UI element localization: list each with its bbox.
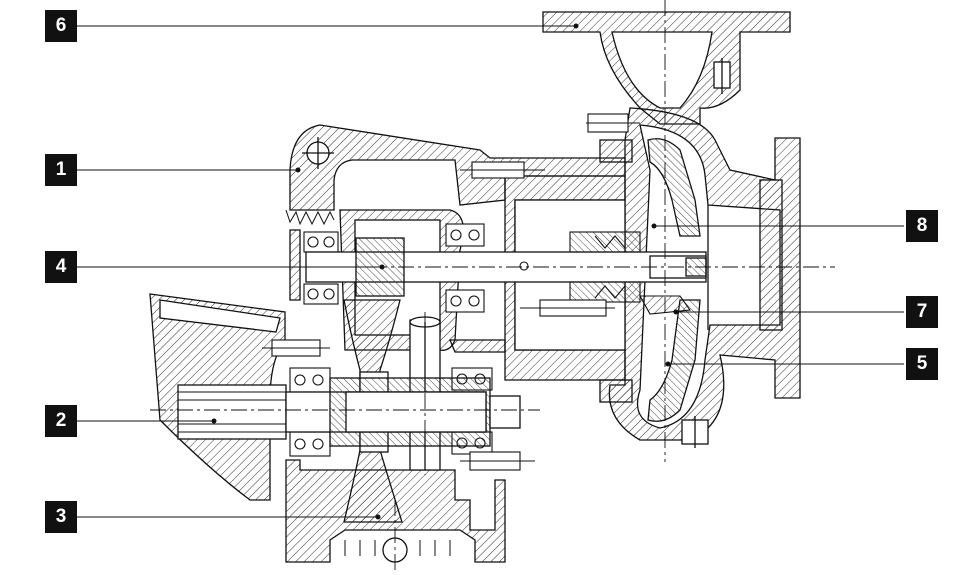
callout-4: 4 [45, 251, 77, 283]
callout-6: 6 [45, 10, 77, 42]
input-shaft [149, 293, 521, 501]
callout-3: 3 [45, 501, 77, 533]
callout-7: 7 [906, 296, 938, 328]
leader-dots [211, 23, 679, 520]
leader-lines [77, 25, 904, 518]
callout-2: 2 [45, 405, 77, 437]
bearing-bracket [285, 124, 633, 563]
callout-1: 1 [45, 154, 77, 186]
mechanical-seal [519, 231, 641, 303]
bearings [289, 223, 493, 457]
callout-8: 8 [906, 210, 938, 242]
callout-5: 5 [906, 348, 938, 380]
bolts [262, 113, 640, 471]
